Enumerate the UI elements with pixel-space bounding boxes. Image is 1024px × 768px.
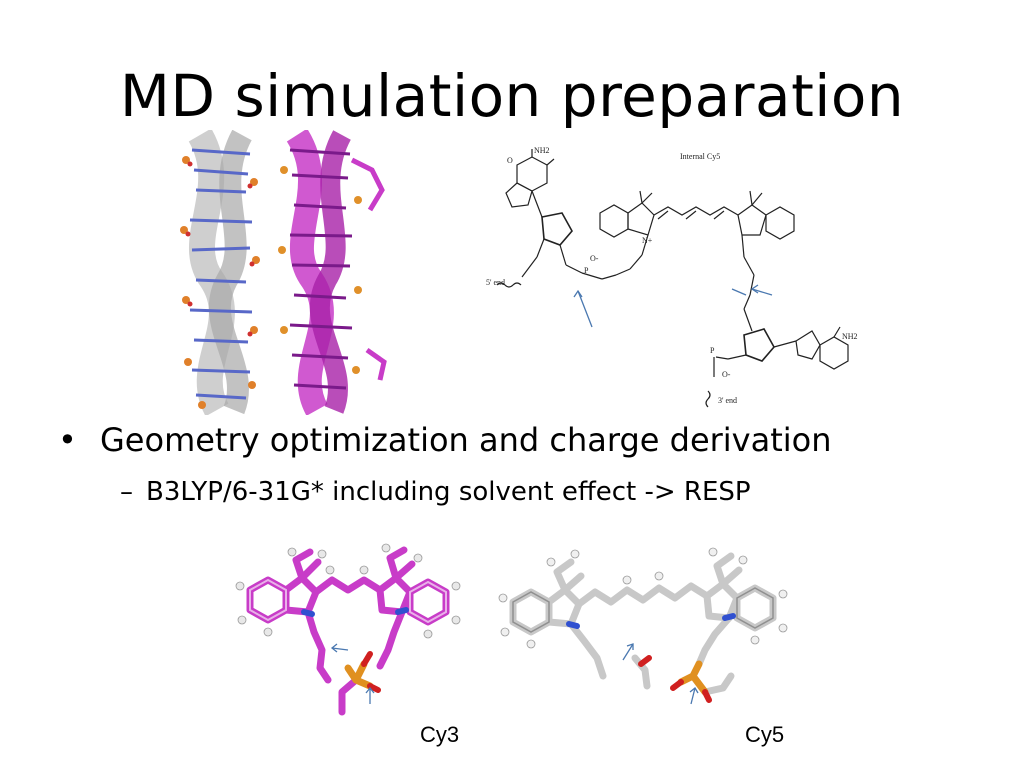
label-nh2-bottom: NH2 [842,332,858,341]
label-p1: P [584,266,589,275]
bullet-marker: • [58,421,77,459]
caption-cy3: Cy3 [420,722,460,747]
slide-title: MD simulation preparation [119,62,905,130]
dna-magenta-helix [278,130,387,415]
scheme-bonds [496,149,849,408]
sub-bullet-marker: – [120,477,133,507]
cy3-structure [235,543,461,716]
dna-structure-figure [180,130,387,415]
bullet-text: Geometry optimization and charge derivat… [100,421,832,459]
bullet-level-1: • Geometry optimization and charge deriva… [58,418,832,462]
label-o-top: O [507,156,513,165]
cy5-structure [498,547,788,705]
label-3-end: 3' end [718,396,737,405]
scheme-arrows [573,284,773,328]
label-o-minus-1: O- [590,254,599,263]
dna-gray-helix [180,130,260,415]
label-nh2-top: NH2 [534,146,550,155]
sub-bullet-text: B3LYP/6-31G* including solvent effect ->… [146,477,751,507]
internal-cy5-scheme: Internal Cy5 [486,146,858,408]
bullet-level-2: –B3LYP/6-31G* including solvent effect -… [120,474,751,510]
caption-cy5: Cy5 [745,722,785,747]
label-5-end: 5' end [486,278,505,287]
label-o-minus-2: O- [722,370,731,379]
label-p2: P [710,346,715,355]
scheme-title: Internal Cy5 [680,152,720,161]
label-n-plus: N+ [642,236,653,245]
